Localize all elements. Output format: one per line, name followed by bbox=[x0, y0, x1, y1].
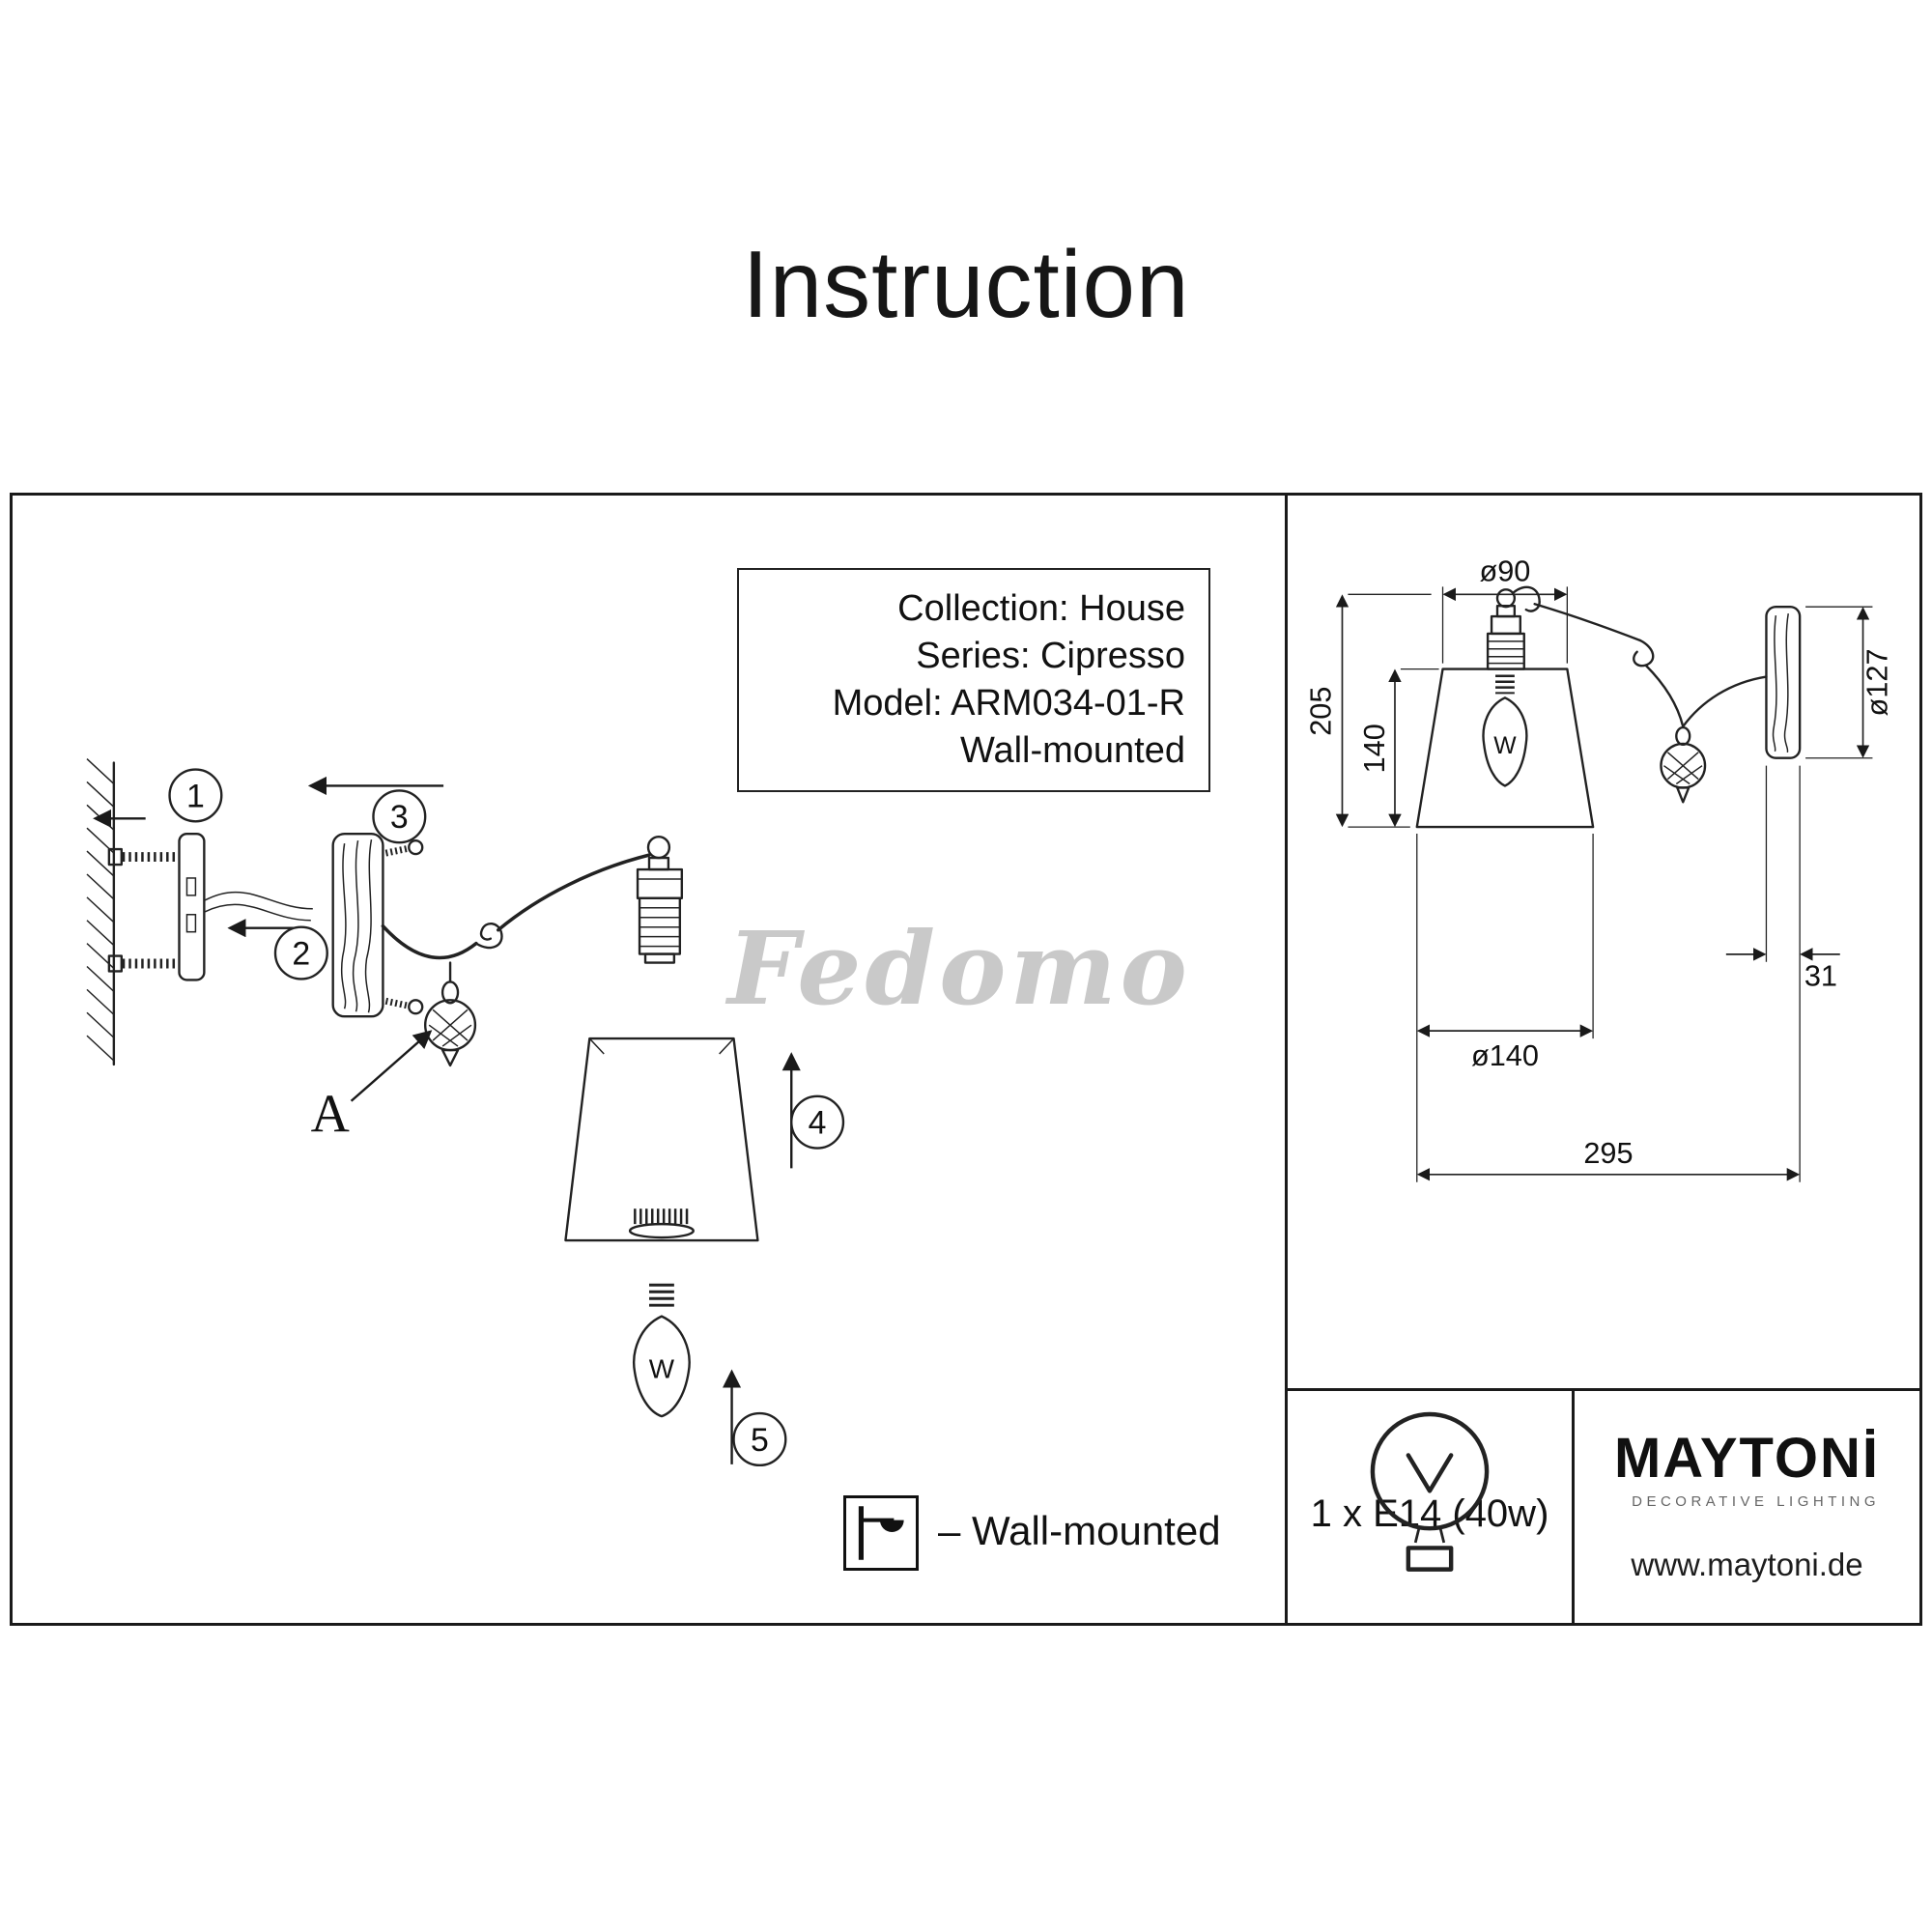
info-collection: Collection: House bbox=[897, 588, 1185, 629]
lampshade bbox=[564, 1037, 759, 1242]
assembly-drawing: W 1 2 3 bbox=[86, 758, 845, 1467]
callout-4: 4 bbox=[790, 1094, 845, 1150]
callout-5-number: 5 bbox=[751, 1422, 769, 1459]
detail-label-a: A bbox=[311, 1085, 350, 1145]
lamp-arm bbox=[381, 853, 651, 960]
callout-4-number: 4 bbox=[809, 1105, 827, 1142]
callout-2-number: 2 bbox=[292, 936, 310, 973]
dimensions-panel: W ø90 205 bbox=[1285, 493, 1922, 1391]
candle-bulb: W bbox=[633, 1283, 691, 1418]
watermark: Fedomo bbox=[727, 909, 1191, 1028]
callout-1: 1 bbox=[168, 768, 223, 823]
dim-plate-diameter: ø127 bbox=[1860, 648, 1893, 716]
bulb-icon bbox=[1370, 1411, 1490, 1572]
wall-mount-legend-label: – Wall-mounted bbox=[938, 1508, 1221, 1553]
callout-2: 2 bbox=[273, 925, 328, 980]
bulb-wattage-letter: W bbox=[649, 1353, 675, 1383]
brand-tagline: DECORATIVE LIGHTING bbox=[1632, 1493, 1881, 1510]
callout-1-number: 1 bbox=[186, 778, 205, 814]
lamp-side-view: W bbox=[1415, 585, 1802, 829]
wood-wall-plate bbox=[331, 833, 424, 1018]
pendant-ornament bbox=[423, 961, 477, 1067]
info-model: Model: ARM034-01-R bbox=[832, 683, 1185, 724]
info-mount-type: Wall-mounted bbox=[959, 730, 1185, 771]
product-info-box: Collection: House Series: Cipresso Model… bbox=[737, 568, 1210, 792]
callout-3-number: 3 bbox=[390, 799, 409, 836]
brand-wordmark: MAYTONİ bbox=[1613, 1427, 1881, 1490]
dim-total-height: 205 bbox=[1304, 687, 1338, 736]
wires bbox=[205, 891, 313, 922]
callout-3: 3 bbox=[372, 789, 427, 844]
dimension-lines: ø90 205 140 ø127 31 bbox=[1304, 554, 1893, 1182]
wall-hatch bbox=[86, 758, 116, 1066]
dim-shade-height: 140 bbox=[1357, 724, 1391, 773]
dim-shade-top-diameter: ø90 bbox=[1479, 554, 1530, 587]
page-title: Instruction bbox=[742, 231, 1190, 337]
lamp-socket bbox=[636, 835, 684, 964]
brand-website: www.maytoni.de bbox=[1631, 1547, 1863, 1582]
info-series: Series: Cipresso bbox=[916, 636, 1185, 676]
wall-mount-legend-box bbox=[843, 1495, 919, 1571]
bulb-spec-cell: 1 x E14 (40w) bbox=[1285, 1388, 1575, 1626]
wall-mount-icon bbox=[858, 1506, 904, 1560]
step-arrows bbox=[93, 776, 801, 1464]
dimension-drawing: W ø90 205 bbox=[1304, 554, 1893, 1182]
assembly-panel: Fedomo bbox=[10, 493, 1288, 1626]
brand-cell: MAYTONİ DECORATIVE LIGHTING www.maytoni.… bbox=[1572, 1388, 1922, 1626]
bulb-wattage-letter-dim: W bbox=[1493, 733, 1517, 759]
callout-5: 5 bbox=[732, 1411, 787, 1467]
dim-plate-depth: 31 bbox=[1804, 959, 1837, 993]
dim-shade-bottom-diameter: ø140 bbox=[1471, 1038, 1539, 1072]
brand-logo: MAYTONİ DECORATIVE LIGHTING bbox=[1613, 1427, 1881, 1511]
dim-total-width: 295 bbox=[1583, 1136, 1633, 1170]
mounting-bracket bbox=[107, 833, 206, 981]
